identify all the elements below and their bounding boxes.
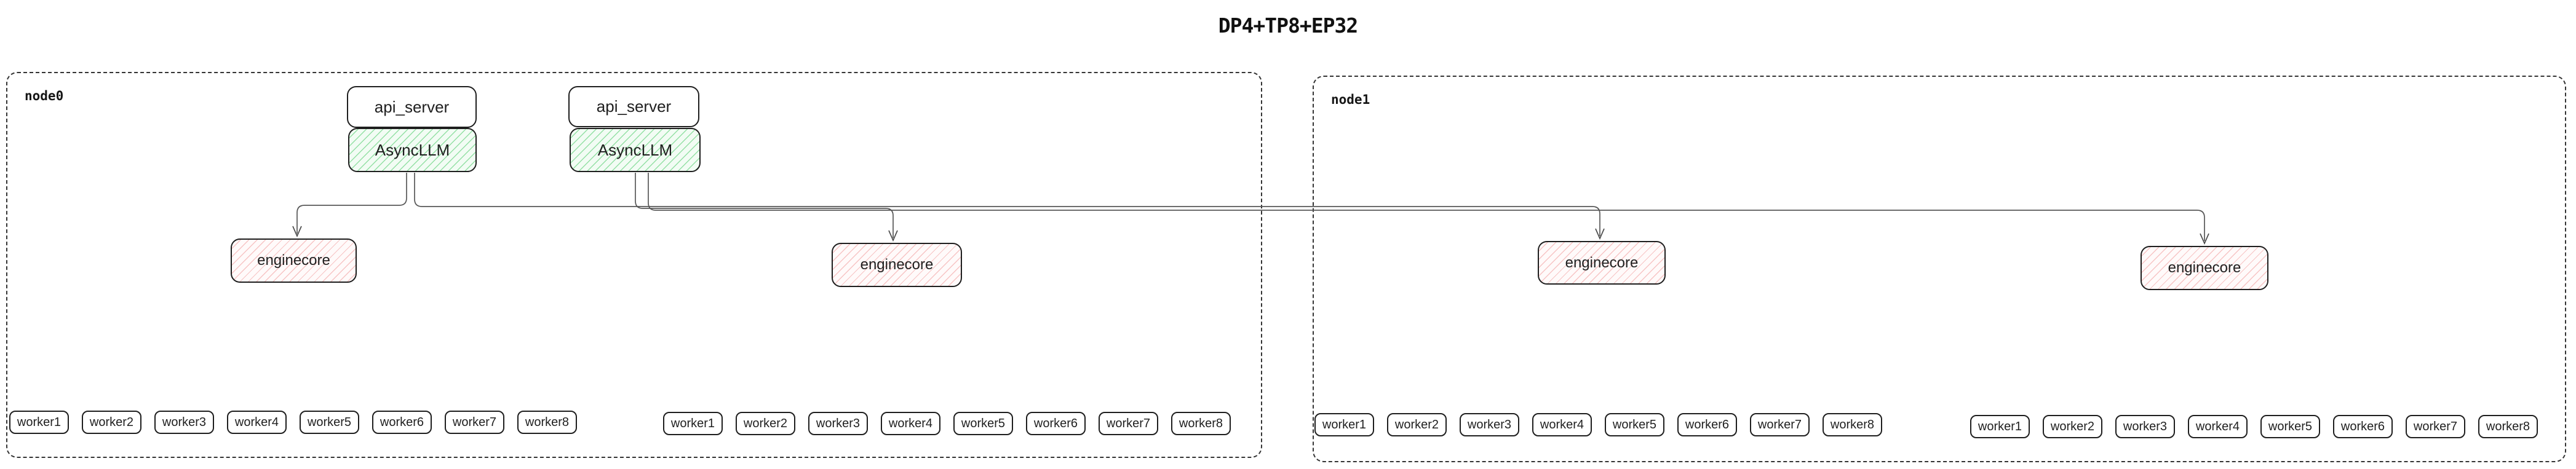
asyncllm-box-2: AsyncLLM	[570, 128, 701, 172]
worker-box: worker3	[2115, 415, 2175, 438]
worker-box: worker1	[1970, 415, 2030, 438]
worker-box: worker4	[1532, 413, 1592, 436]
worker-box: worker2	[2043, 415, 2102, 438]
worker-box: worker5	[2260, 415, 2320, 438]
node0-label: node0	[25, 89, 64, 103]
worker-box: worker1	[1314, 413, 1374, 436]
worker-box: worker4	[881, 412, 940, 435]
worker-box: worker5	[953, 412, 1013, 435]
node1-label: node1	[1331, 92, 1370, 107]
worker-group-node0-2: worker1 worker2 worker3 worker4 worker5 worke…	[663, 412, 1231, 435]
worker-group-node0-1: worker1 worker2 worker3 worker4 worker5 worke…	[9, 411, 577, 434]
worker-box: worker8	[1823, 413, 1882, 436]
worker-box: worker6	[1026, 412, 1086, 435]
worker-box: worker6	[372, 411, 432, 434]
worker-box: worker8	[517, 411, 577, 434]
worker-box: worker2	[82, 411, 141, 434]
worker-group-node1-1: worker1 worker2 worker3 worker4 worker5 worke…	[1314, 413, 1882, 436]
worker-box: worker7	[2406, 415, 2465, 438]
node0-container: node0	[6, 72, 1262, 458]
worker-box: worker5	[1605, 413, 1664, 436]
worker-box: worker1	[663, 412, 723, 435]
worker-box: worker6	[1677, 413, 1737, 436]
worker-box: worker4	[2188, 415, 2248, 438]
node1-container: node1	[1313, 76, 2566, 462]
worker-box: worker4	[227, 411, 287, 434]
worker-box: worker2	[736, 412, 795, 435]
enginecore-box-4: enginecore	[2141, 246, 2268, 290]
worker-box: worker7	[445, 411, 504, 434]
worker-box: worker3	[808, 412, 868, 435]
diagram-title: DP4+TP8+EP32	[1218, 14, 1358, 37]
worker-box: worker7	[1750, 413, 1810, 436]
worker-box: worker8	[1171, 412, 1231, 435]
worker-box: worker5	[300, 411, 359, 434]
worker-box: worker3	[154, 411, 214, 434]
enginecore-box-3: enginecore	[1538, 241, 1666, 285]
worker-box: worker8	[2478, 415, 2538, 438]
worker-box: worker2	[1387, 413, 1447, 436]
asyncllm-box-1: AsyncLLM	[348, 128, 477, 172]
api-server-box-2: api_server	[568, 86, 699, 127]
worker-group-node1-2: worker1 worker2 worker3 worker4 worker5 worke…	[1970, 415, 2538, 438]
api-server-box-1: api_server	[347, 86, 477, 128]
worker-box: worker6	[2333, 415, 2393, 438]
worker-box: worker3	[1460, 413, 1519, 436]
worker-box: worker7	[1099, 412, 1158, 435]
worker-box: worker1	[9, 411, 69, 434]
enginecore-box-2: enginecore	[832, 243, 962, 287]
enginecore-box-1: enginecore	[231, 238, 357, 283]
